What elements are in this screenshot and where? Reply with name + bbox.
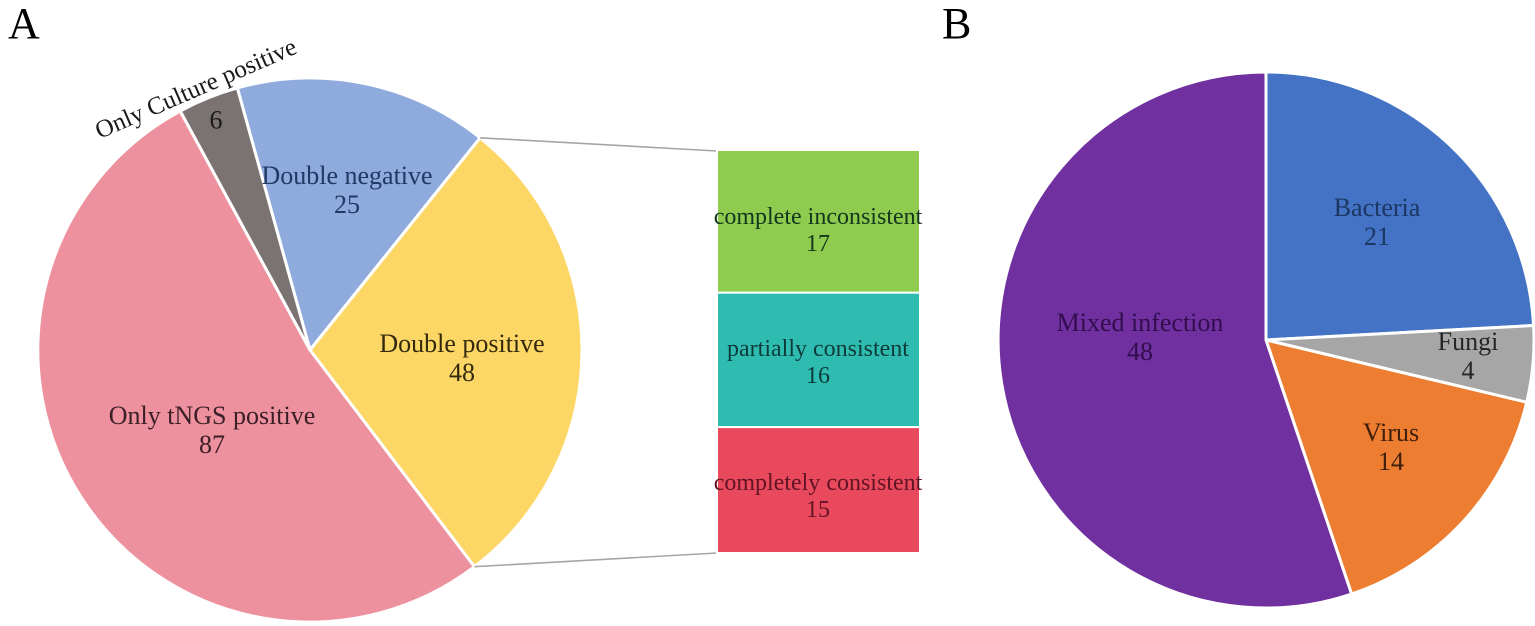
- panel-a-letter: A: [8, 0, 40, 48]
- label-mixed-infection: Mixed infection 48: [1057, 308, 1224, 366]
- segment-value: 17: [806, 231, 830, 257]
- slice-only-tngs-positive: [36, 109, 476, 624]
- slice-value: 48: [449, 358, 475, 387]
- slice-value: 21: [1363, 222, 1390, 251]
- slice-double-negative: [235, 76, 482, 352]
- bar-segment-partially-consistent: [716, 291, 921, 429]
- label-complete-inconsistent: complete inconsistent 17: [714, 204, 923, 258]
- label-double-negative: Double negative 25: [261, 161, 432, 219]
- pie-panel-a: [36, 76, 584, 624]
- callout-line-top: [480, 137, 718, 152]
- slice-double-positive: [308, 136, 584, 569]
- segment-value: 16: [806, 363, 830, 389]
- label-bacteria: Bacteria 21: [1334, 193, 1421, 251]
- slice-label: Virus: [1362, 418, 1420, 447]
- bar-segment-completely-consistent: [716, 426, 921, 555]
- bar-segment-complete-inconsistent: [716, 149, 921, 294]
- segment-label: complete inconsistent: [713, 204, 923, 230]
- consistency-stacked-bar: [716, 149, 921, 555]
- panel-b-letter: B: [942, 0, 972, 48]
- value-only-culture-positive: 6: [210, 106, 223, 135]
- segment-value: 15: [806, 497, 830, 523]
- slice-label: Only tNGS positive: [108, 401, 316, 430]
- segment-label: completely consistent: [713, 470, 923, 496]
- label-fungi: Fungi 4: [1438, 327, 1499, 385]
- callout-line-bottom: [474, 552, 718, 568]
- slice-label: Double positive: [379, 329, 545, 358]
- slice-value: 48: [1126, 337, 1153, 366]
- slice-value: 87: [198, 430, 225, 459]
- slice-label: Mixed infection: [1056, 308, 1224, 337]
- slice-label: Double negative: [261, 161, 433, 190]
- label-virus: Virus 14: [1363, 418, 1419, 476]
- slice-mixed-infection: [996, 70, 1354, 610]
- slice-label: Bacteria: [1333, 193, 1421, 222]
- label-only-tngs-positive: Only tNGS positive 87: [109, 401, 316, 459]
- label-completely-consistent: completely consistent 15: [714, 470, 923, 524]
- label-partially-consistent: partially consistent 16: [727, 336, 909, 390]
- slice-label: Fungi: [1437, 327, 1499, 356]
- slice-value: 4: [1461, 356, 1475, 385]
- segment-label: partially consistent: [727, 336, 909, 362]
- slice-value: 25: [333, 190, 360, 219]
- slice-value: 14: [1378, 447, 1404, 476]
- slice-only-culture-positive: [178, 86, 312, 352]
- label-double-positive: Double positive 48: [379, 329, 544, 387]
- slice-bacteria: [1264, 70, 1535, 342]
- pie-panel-b: [996, 70, 1535, 610]
- slice-value: 6: [209, 105, 223, 135]
